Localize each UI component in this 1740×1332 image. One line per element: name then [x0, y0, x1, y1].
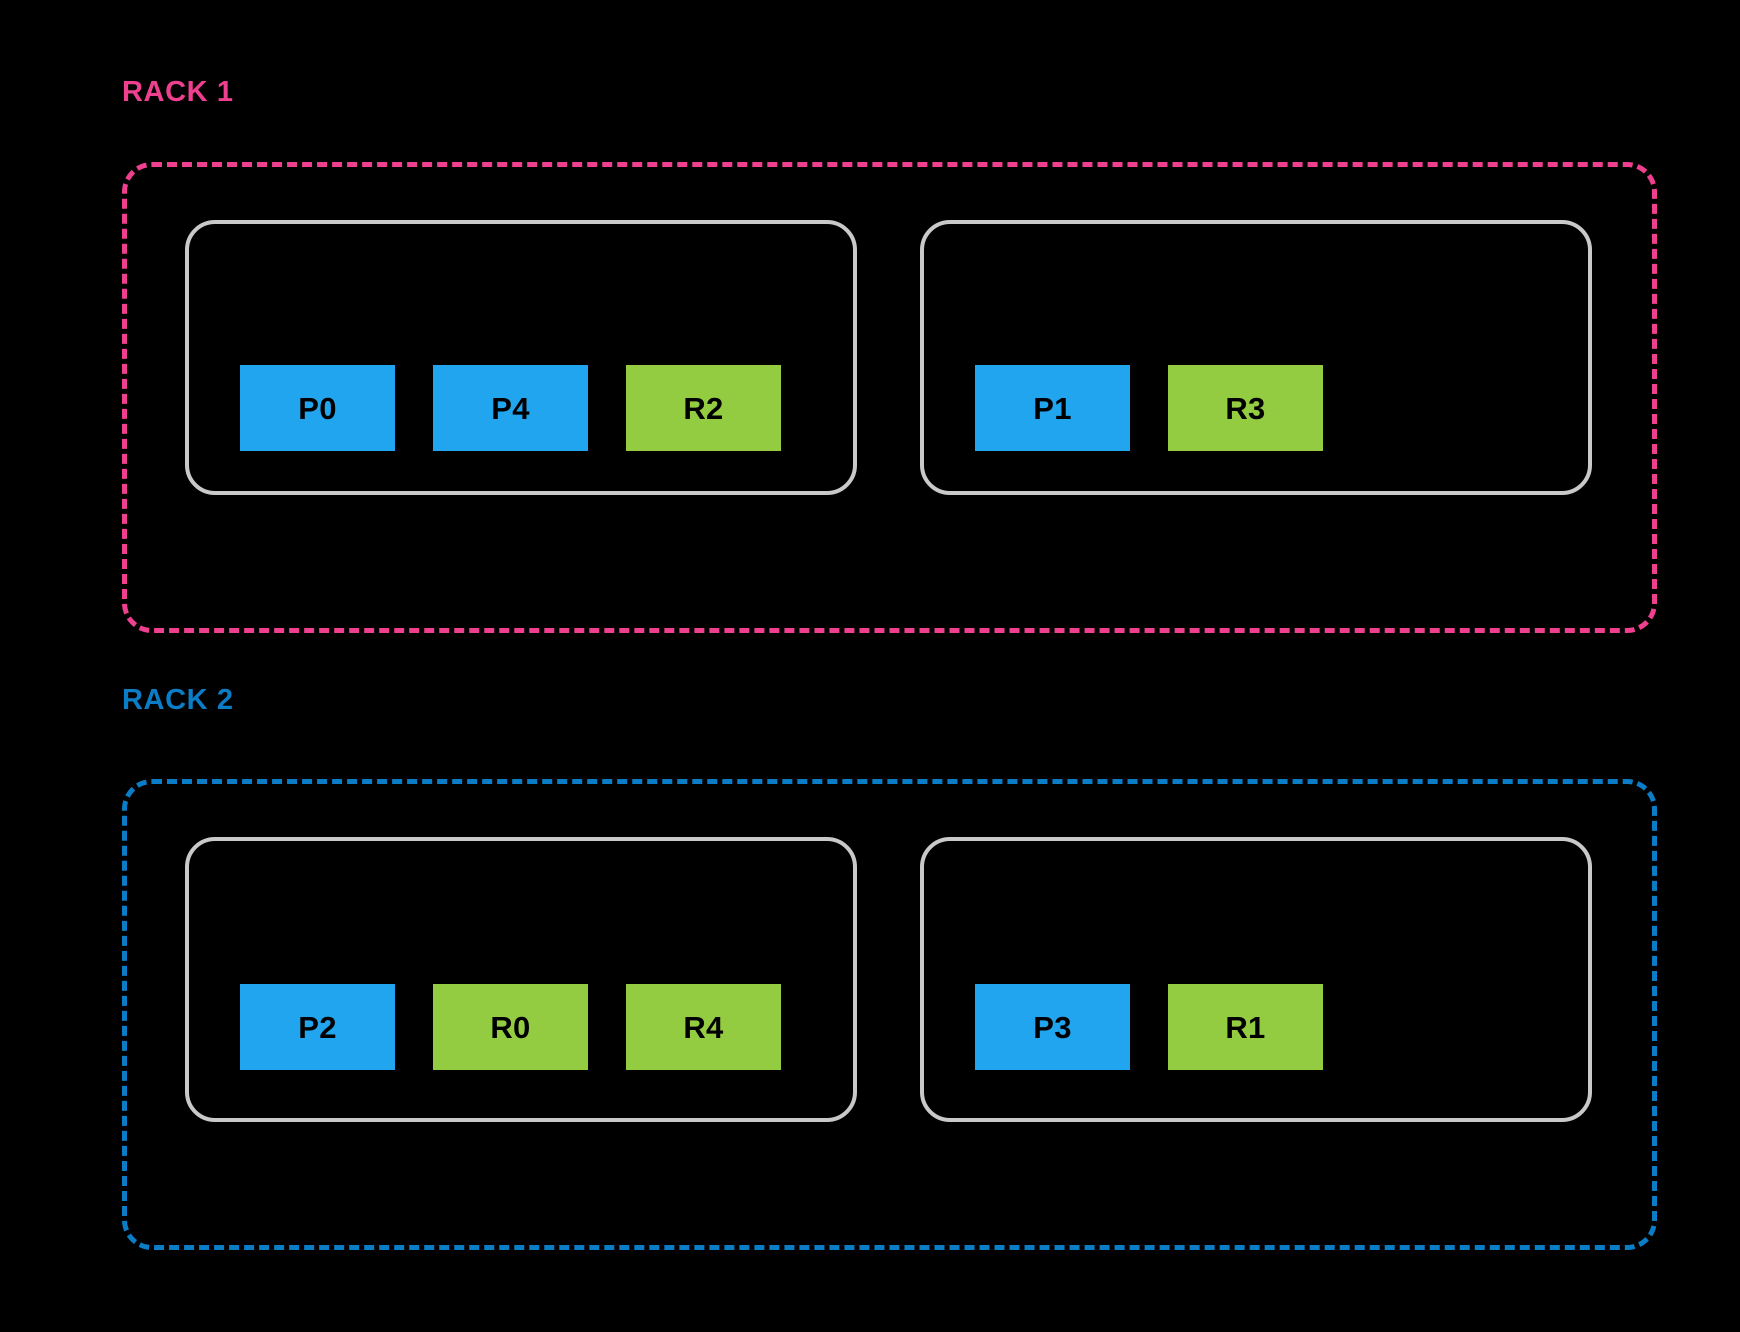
rack-1-node-2	[920, 220, 1592, 495]
rack-1-boundary: P0 P4 R2 P1 R3	[122, 162, 1657, 633]
rack-2-node-1	[185, 837, 857, 1122]
chip-r3[interactable]: R3	[1168, 365, 1323, 451]
chip-r2[interactable]: R2	[626, 365, 781, 451]
rack-1-node-1-chips: P0 P4 R2	[240, 365, 781, 451]
rack-1-node-1	[185, 220, 857, 495]
rack-2-node-1-chips: P2 R0 R4	[240, 984, 781, 1070]
rack-2-node-2	[920, 837, 1592, 1122]
chip-r1[interactable]: R1	[1168, 984, 1323, 1070]
rack-2-node-2-chips: P3 R1	[975, 984, 1323, 1070]
chip-r0[interactable]: R0	[433, 984, 588, 1070]
rack-2-boundary: P2 R0 R4 P3 R1	[122, 779, 1657, 1250]
chip-p1[interactable]: P1	[975, 365, 1130, 451]
chip-p4[interactable]: P4	[433, 365, 588, 451]
chip-r4[interactable]: R4	[626, 984, 781, 1070]
chip-p0[interactable]: P0	[240, 365, 395, 451]
rack-1-label: RACK 1	[122, 76, 234, 108]
rack-2-label: RACK 2	[122, 684, 234, 716]
rack-1-node-2-chips: P1 R3	[975, 365, 1323, 451]
chip-p3[interactable]: P3	[975, 984, 1130, 1070]
chip-p2[interactable]: P2	[240, 984, 395, 1070]
